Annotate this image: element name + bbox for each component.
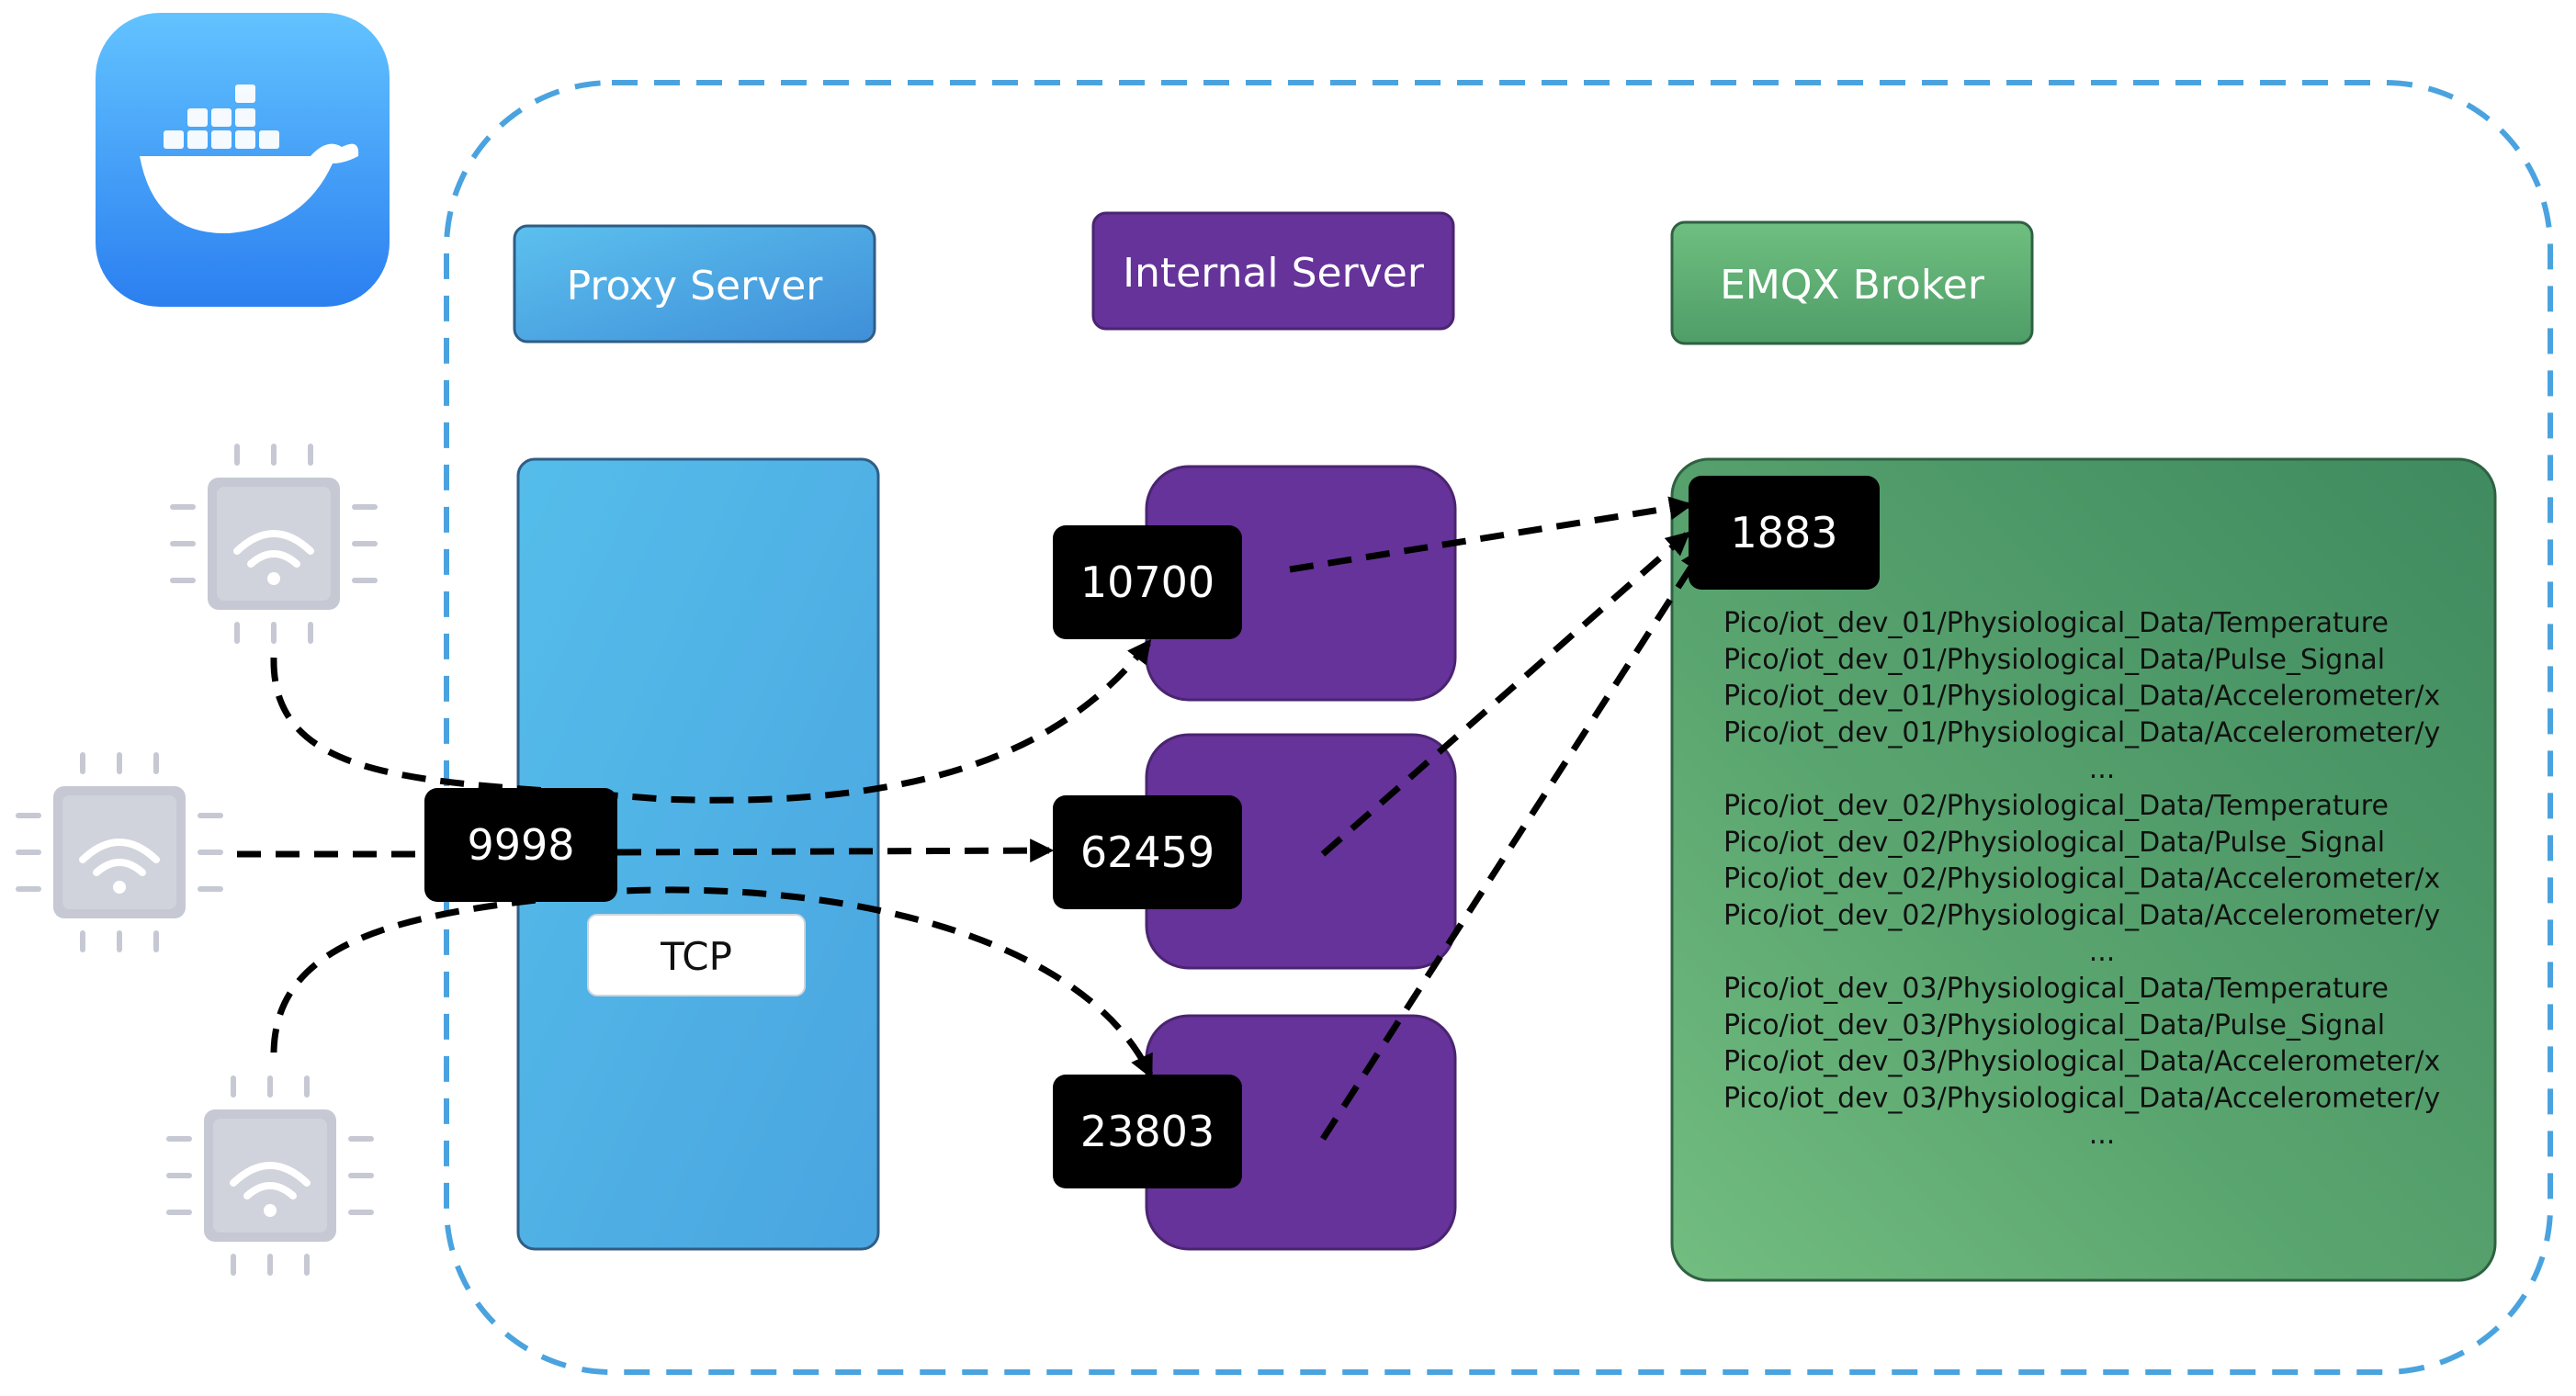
topic-ellipsis: ... xyxy=(2089,936,2116,968)
port-badge-1883: 1883 xyxy=(1689,476,1880,590)
svg-text:Internal Server: Internal Server xyxy=(1123,250,1425,297)
topic-item: Pico/iot_dev_03/Physiological_Data/Accel… xyxy=(1723,1046,2440,1078)
mqtt-topic-list: Pico/iot_dev_01/Physiological_Data/Tempe… xyxy=(1723,607,2440,1151)
emqx-broker-title: EMQX Broker xyxy=(1670,220,2034,345)
topic-item: Pico/iot_dev_01/Physiological_Data/Tempe… xyxy=(1723,607,2389,639)
10700-to-1883-arrow xyxy=(1289,496,1694,573)
topic-item: Pico/iot_dev_03/Physiological_Data/Accel… xyxy=(1723,1082,2440,1114)
wifi-chip-icon xyxy=(173,446,375,641)
topic-item: Pico/iot_dev_02/Physiological_Data/Tempe… xyxy=(1723,790,2389,822)
wifi-chip-icon xyxy=(18,755,220,950)
svg-text:9998: 9998 xyxy=(467,820,574,870)
port-badge-62459: 62459 xyxy=(1053,795,1242,909)
topic-item: Pico/iot_dev_01/Physiological_Data/Accel… xyxy=(1723,681,2440,713)
svg-text:Proxy Server: Proxy Server xyxy=(567,263,824,310)
topic-item: Pico/iot_dev_02/Physiological_Data/Pulse… xyxy=(1723,827,2385,859)
topic-ellipsis: ... xyxy=(2089,1119,2116,1151)
proxy-server-title: Proxy Server xyxy=(513,224,876,343)
23803-to-1883-arrow xyxy=(1320,546,1704,1141)
svg-text:23803: 23803 xyxy=(1080,1107,1215,1156)
topic-item: Pico/iot_dev_02/Physiological_Data/Accel… xyxy=(1723,863,2440,895)
docker-whale-icon xyxy=(96,13,390,307)
topic-item: Pico/iot_dev_03/Physiological_Data/Tempe… xyxy=(1723,973,2389,1005)
tcp-label: TCP xyxy=(587,914,806,996)
device3-to-23803-arrow xyxy=(270,886,1154,1079)
internal-server-title: Internal Server xyxy=(1091,211,1455,331)
port-badge-10700: 10700 xyxy=(1053,525,1242,639)
svg-text:62459: 62459 xyxy=(1080,827,1215,877)
topic-item: Pico/iot_dev_03/Physiological_Data/Pulse… xyxy=(1723,1009,2385,1041)
svg-text:TCP: TCP xyxy=(660,934,732,979)
port-badge-23803: 23803 xyxy=(1053,1075,1242,1188)
emqx-broker-box xyxy=(1670,457,2497,1282)
wifi-chip-icon xyxy=(169,1078,371,1273)
topic-ellipsis: ... xyxy=(2089,753,2116,785)
topic-item: Pico/iot_dev_02/Physiological_Data/Accel… xyxy=(1723,899,2440,931)
svg-text:EMQX Broker: EMQX Broker xyxy=(1720,262,1985,309)
svg-text:10700: 10700 xyxy=(1080,557,1215,607)
62459-to-1883-arrow xyxy=(1320,531,1690,857)
svg-text:1883: 1883 xyxy=(1730,508,1837,557)
container-boundary xyxy=(444,80,2553,1375)
topic-item: Pico/iot_dev_01/Physiological_Data/Pulse… xyxy=(1723,644,2385,676)
topic-item: Pico/iot_dev_01/Physiological_Data/Accel… xyxy=(1723,716,2440,749)
port-badge-9998: 9998 xyxy=(424,788,617,902)
proxy-to-62459-arrow xyxy=(616,839,1055,863)
